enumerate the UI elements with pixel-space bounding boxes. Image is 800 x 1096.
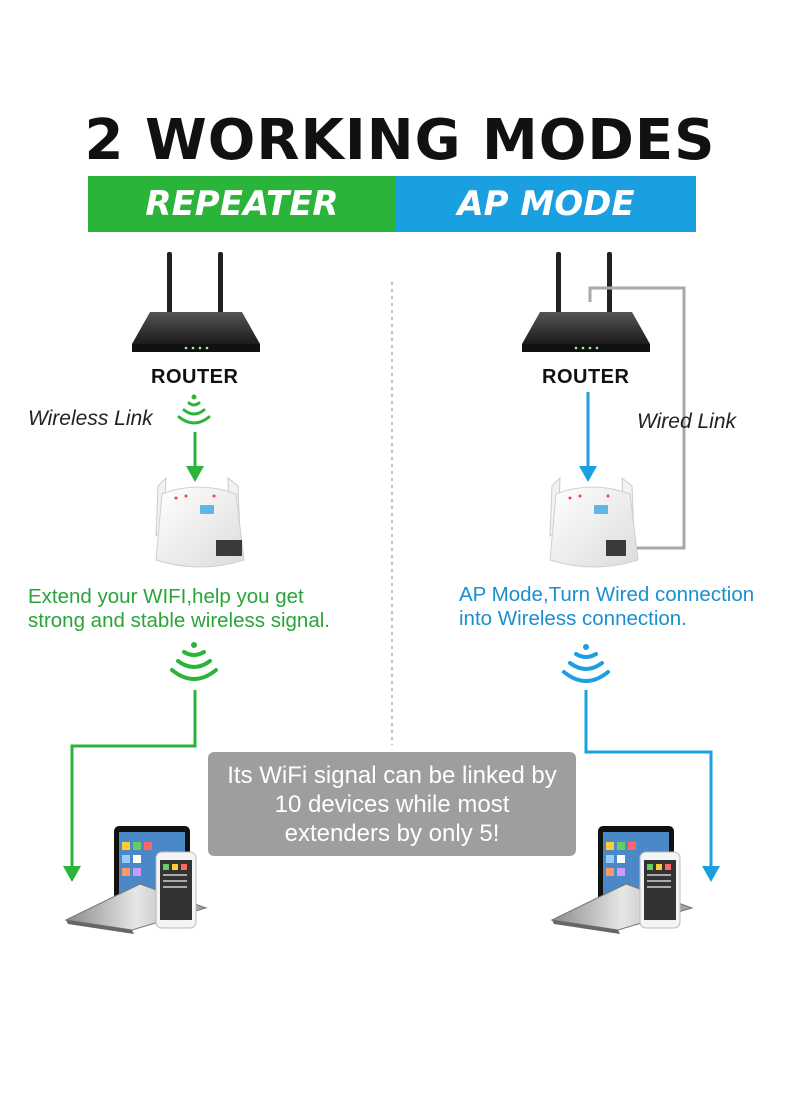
repeater-description-line1: Extend your WIFI,help you get [28,585,304,608]
repeater-description-line2: strong and stable wireless signal. [28,609,330,632]
device-capacity-note: Its WiFi signal can be linked by 10 devi… [208,752,576,856]
ap-description: AP Mode,Turn Wired connection into Wirel… [459,583,754,631]
arrow-down-icon-left-bottom [63,690,197,882]
wifi-signal-icon-right [562,644,610,683]
mode-repeater-banner: REPEATER [88,176,396,232]
repeater-description: Extend your WIFI,help you get strong and… [28,585,330,633]
page-title: 2 WORKING MODES [84,108,716,173]
devices-icon-left [64,826,208,934]
router-label-right: ROUTER [542,366,630,388]
wifi-signal-icon-left [170,642,218,681]
router-icon-left [132,252,260,352]
wired-link-cable [588,286,686,550]
mode-ap-banner: AP MODE [396,176,696,232]
arrow-down-icon-right-bottom [584,690,720,882]
arrow-down-icon-left-top [186,432,204,482]
extender-icon-right [549,476,639,568]
wired-link-label: Wired Link [637,410,737,433]
ap-description-line2: into Wireless connection. [459,607,687,630]
arrow-down-icon-right-top [579,392,597,482]
wifi-signal-icon-left-top [177,394,211,425]
wireless-link-label: Wireless Link [28,407,153,430]
extender-icon-left [155,476,245,568]
devices-icon-right [550,826,694,934]
router-icon-right [522,252,650,352]
router-label-left: ROUTER [151,366,239,388]
ap-description-line1: AP Mode,Turn Wired connection [459,583,755,606]
